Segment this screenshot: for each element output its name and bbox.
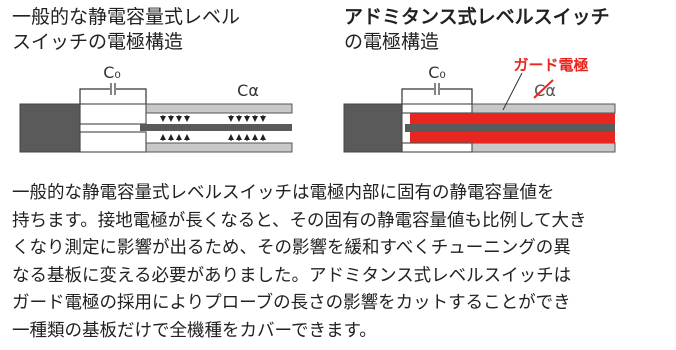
right-title-line1: アドミタンス式レベルスイッチ: [344, 6, 610, 28]
right-title-line2: の電極構造: [344, 31, 440, 53]
ca-label-right: Cα: [534, 81, 556, 100]
c0-label-right: C₀: [428, 63, 446, 82]
outer-electrode-bottom: [145, 142, 293, 153]
probe-rod: [140, 124, 292, 131]
probe-housing: [19, 103, 81, 153]
description-line: 一種類の基板だけで全機種をカバーできます。: [12, 320, 377, 341]
outer-electrode-bottom-right: [469, 142, 616, 153]
description-text: 一般的な静電容量式レベルスイッチは電極内部に固有の静電容量値を 持ちます。接地電…: [12, 180, 672, 345]
description-line: 持ちます。接地電極が長くなると、その固有の静電容量値も比例して大き: [12, 210, 587, 231]
outer-electrode-top-right: [469, 103, 616, 114]
outer-electrode-top: [145, 103, 293, 114]
left-title-line1: 一般的な静電容量式レベル: [12, 6, 241, 28]
probe-rod-right: [405, 124, 615, 132]
ca-label: Cα: [237, 81, 259, 100]
guard-electrode-bottom: [410, 132, 615, 143]
right-diagram-title: アドミタンス式レベルスイッチ の電極構造: [344, 5, 610, 55]
probe-housing-right: [343, 103, 403, 153]
description-line: ガード電極の採用によりプローブの長さの影響をカットすることができ: [12, 293, 571, 313]
insulator-bottom: [79, 131, 147, 153]
guard-callout-line: [502, 72, 523, 111]
left-diagram-title: 一般的な静電容量式レベル スイッチの電極構造: [12, 5, 240, 55]
standard-electrode-diagram: C₀ Cα: [19, 63, 293, 153]
insulator-top: [79, 103, 147, 125]
left-title-line2: スイッチの電極構造: [12, 31, 184, 53]
insulator-bottom-right: [401, 142, 473, 153]
description-line: なる基板に変える必要がありました。アドミタンス式レベルスイッチは: [12, 265, 572, 286]
c0-capacitor-bracket: [79, 83, 147, 104]
c0-label: C₀: [103, 63, 121, 82]
guard-electrode-top: [410, 113, 615, 124]
guard-electrode-label: ガード電極: [513, 58, 588, 74]
ca-strike-icon: [533, 79, 554, 99]
capacitance-field-arrows: [160, 115, 266, 141]
insulator-top-right: [401, 103, 473, 114]
c0-capacitor-bracket-right: [401, 83, 473, 104]
admittance-electrode-diagram: C₀ Cα ガード電極: [343, 58, 616, 153]
electrode-diagrams: C₀ Cα: [19, 58, 616, 153]
description-line: 一般的な静電容量式レベルスイッチは電極内部に固有の静電容量値を: [12, 183, 555, 203]
description-line: くなり測定に影響が出るため、その影響を緩和すべくチューニングの異: [12, 238, 571, 258]
